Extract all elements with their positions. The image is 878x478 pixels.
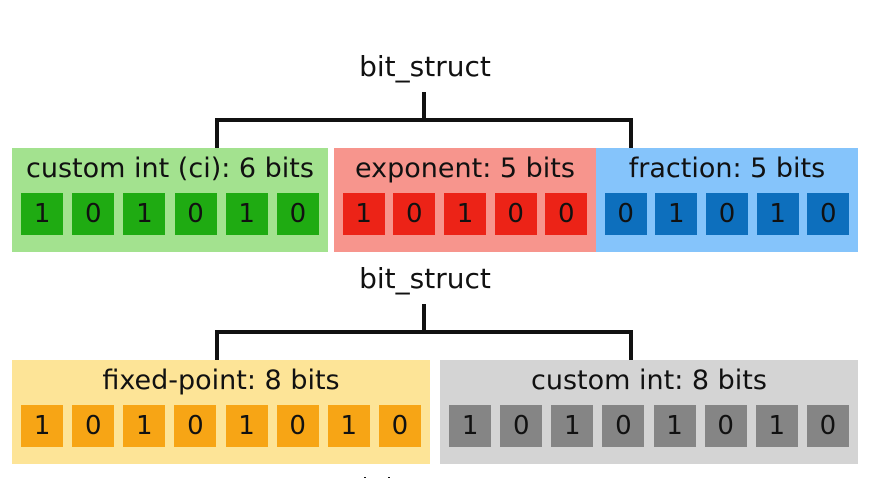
field-label: fraction: 5 bits	[628, 153, 826, 184]
cropped-text-fragment	[360, 470, 400, 478]
struct-1-title: bit_struct	[359, 50, 491, 83]
struct-1-tree-branch-left	[215, 118, 219, 148]
bit-cell: 0	[545, 193, 588, 235]
bit-cell: 0	[174, 193, 217, 235]
struct-1-tree-stem	[422, 92, 426, 120]
bit-cell: 1	[21, 193, 64, 235]
field-label: custom int (ci): 6 bits	[26, 153, 314, 184]
bit-cell: 0	[72, 405, 115, 447]
bit-cell: 0	[276, 193, 319, 235]
bit-cell: 1	[225, 193, 268, 235]
field-label: fixed-point: 8 bits	[102, 365, 340, 396]
bit-cell: 0	[602, 405, 645, 447]
bit-cell: 1	[123, 193, 166, 235]
struct-2-tree-branch-right	[629, 330, 633, 360]
bit-cell: 1	[653, 405, 696, 447]
bit-cell: 0	[806, 405, 849, 447]
bit-cell: 0	[378, 405, 421, 447]
struct-1-tree-branch-right	[629, 118, 633, 148]
struct-2-title: bit_struct	[359, 262, 491, 295]
bit-cell: 1	[449, 405, 492, 447]
bit-cell: 0	[174, 405, 217, 447]
bit-cell: 0	[705, 193, 748, 235]
struct-2-tree-bar	[215, 330, 633, 334]
bit-cell: 1	[342, 193, 385, 235]
bit-cell: 1	[755, 405, 798, 447]
bit-cell: 1	[655, 193, 698, 235]
bit-cell: 1	[327, 405, 370, 447]
bit-cell: 0	[494, 193, 537, 235]
struct-1-tree-bar	[215, 118, 633, 122]
bit-cell: 0	[604, 193, 647, 235]
bit-cell: 1	[443, 193, 486, 235]
bit-cell: 0	[393, 193, 436, 235]
bit-cell: 0	[500, 405, 543, 447]
bit-cell: 1	[225, 405, 268, 447]
bit-cell: 0	[704, 405, 747, 447]
bit-cell: 0	[276, 405, 319, 447]
bit-cell: 1	[21, 405, 64, 447]
struct-2-tree-stem	[422, 304, 426, 332]
bit-cell: 1	[123, 405, 166, 447]
bit-cell: 1	[756, 193, 799, 235]
struct-2-tree-branch-left	[215, 330, 219, 360]
bit-cell: 0	[807, 193, 850, 235]
bit-cell: 1	[551, 405, 594, 447]
field-label: exponent: 5 bits	[355, 153, 575, 184]
bit-cell: 0	[72, 193, 115, 235]
field-label: custom int: 8 bits	[531, 365, 767, 396]
